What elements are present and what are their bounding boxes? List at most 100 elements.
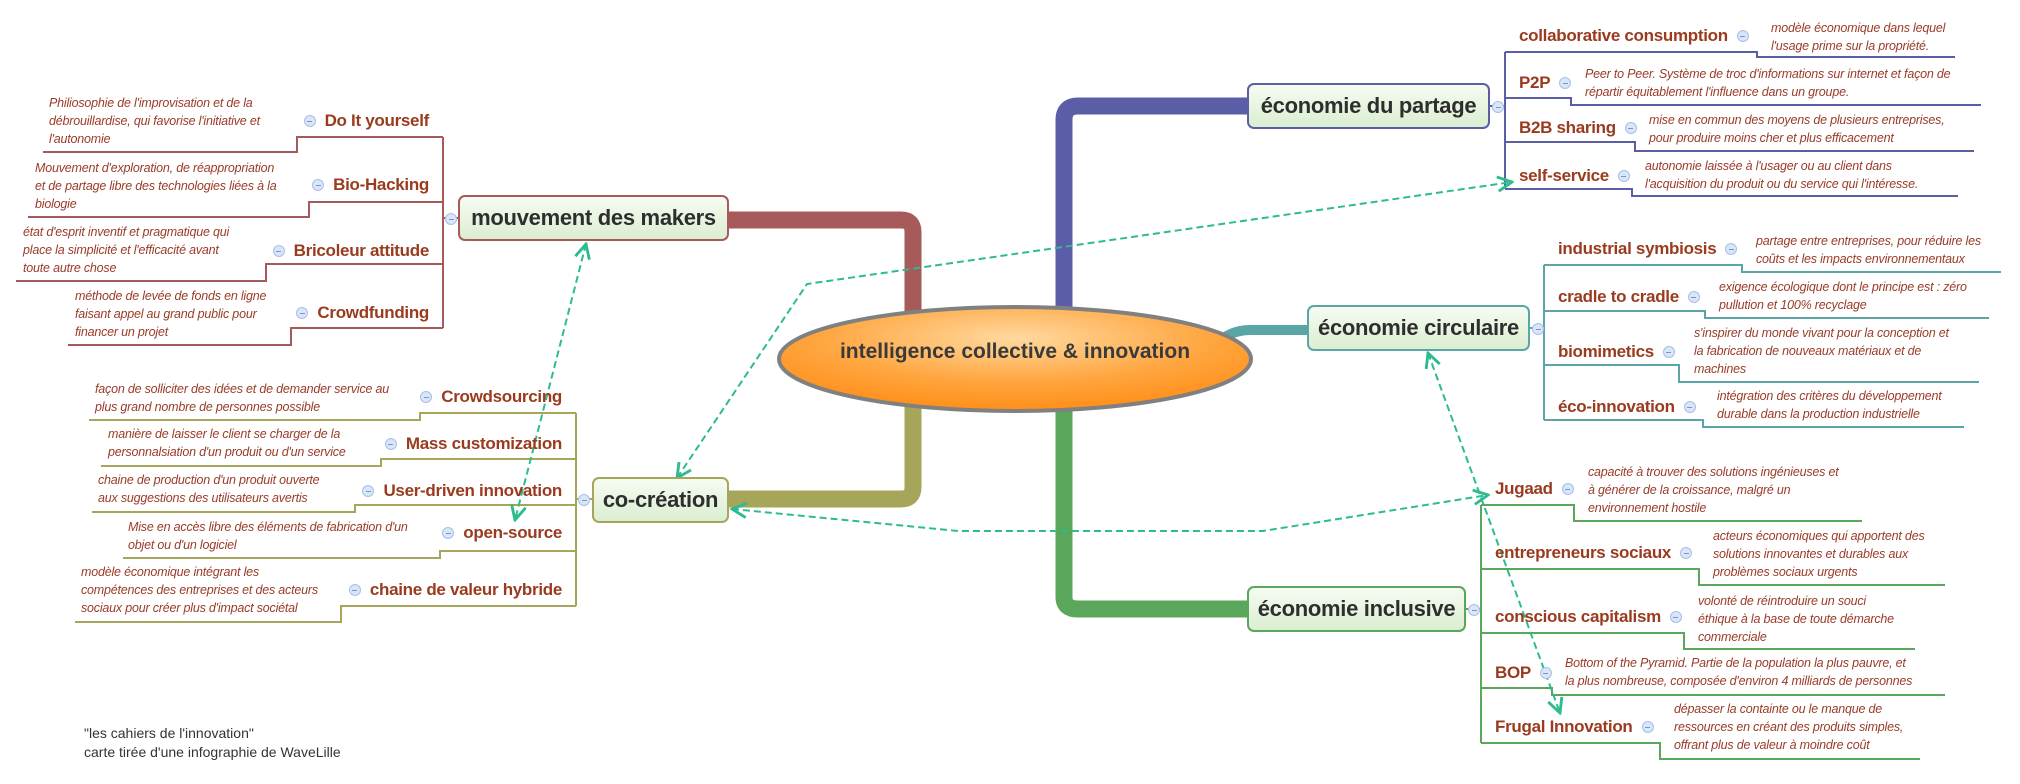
note-line: s'inspirer du monde vivant pour la conce…: [1694, 326, 1949, 340]
topic-mouvement-des-makers[interactable]: mouvement des makers: [458, 195, 729, 241]
collapse-toggle-icon[interactable]: [1669, 611, 1682, 623]
relationship-cocreation-selfservice[interactable]: [677, 182, 1512, 478]
subtopic-label: collaborative consumption: [1519, 26, 1728, 45]
note-line: volonté de réintroduire un souci: [1698, 594, 1867, 608]
subtopic-label: Crowdsourcing: [441, 387, 562, 406]
note-line: ressources en créant des produits simple…: [1674, 720, 1904, 734]
subtopic-partage[interactable]: P2P: [1519, 71, 1572, 95]
subtopic-note: Mouvement d'exploration, de réappropriat…: [35, 159, 277, 213]
subtopic-circulaire[interactable]: biomimetics: [1558, 340, 1675, 364]
note-line: financer un projet: [75, 325, 168, 339]
note-line: toute autre chose: [23, 261, 117, 275]
collapse-toggle-icon[interactable]: [384, 438, 397, 450]
note-line: l'usage prime sur la propriété.: [1771, 39, 1930, 53]
subtopic-label: cradle to cradle: [1558, 287, 1679, 306]
collapse-toggle-icon[interactable]: [1539, 667, 1552, 679]
collapse-toggle-icon[interactable]: [348, 584, 361, 596]
relationship-cocreation-jugaad[interactable]: [732, 495, 1488, 532]
note-line: faisant appel au grand public pour: [75, 307, 257, 321]
note-line: répartir équitablement l'influence dans …: [1585, 85, 1850, 99]
subtopic-partage[interactable]: collaborative consumption: [1519, 24, 1749, 48]
collapse-toggle-icon[interactable]: [272, 245, 285, 257]
subtopic-label: BOP: [1495, 663, 1531, 682]
subtopic-label: industrial symbiosis: [1558, 239, 1717, 258]
collapse-toggle-icon[interactable]: [312, 179, 325, 191]
collapse-toggle-icon[interactable]: [442, 527, 455, 539]
subtopic-note: capacité à trouver des solutions ingénie…: [1588, 463, 1839, 517]
collapse-toggle-icon[interactable]: [1468, 604, 1480, 616]
footer-line-2: carte tirée d'une infographie de WaveLil…: [84, 744, 341, 760]
note-line: à générer de la croissance, malgré un: [1588, 483, 1791, 497]
note-line: Mise en accès libre des éléments de fabr…: [128, 520, 408, 534]
topic-co-creation[interactable]: co-création: [592, 477, 729, 523]
subtopic-circulaire[interactable]: cradle to cradle: [1558, 285, 1700, 309]
collapse-toggle-icon[interactable]: [296, 307, 309, 319]
note-line: sociaux pour créer plus d'impact sociéta…: [81, 601, 298, 615]
subtopic-note: Philiosophie de l'improvisation et de la…: [49, 94, 260, 148]
note-line: modèle économique intégrant les: [81, 565, 259, 579]
subtopic-cocreation[interactable]: Crowdsourcing: [420, 385, 562, 409]
relationship-circulaire-frugal[interactable]: [1428, 353, 1560, 713]
collapse-toggle-icon[interactable]: [1617, 170, 1630, 182]
subtopic-inclusive[interactable]: BOP: [1495, 661, 1552, 685]
subtopic-circulaire[interactable]: éco-innovation: [1558, 395, 1696, 419]
subtopic-circulaire[interactable]: industrial symbiosis: [1558, 237, 1738, 261]
subtopic-partage[interactable]: self-service: [1519, 164, 1630, 188]
note-line: personnalsiation d'un produit ou d'un se…: [108, 445, 346, 459]
collapse-toggle-icon[interactable]: [1736, 30, 1749, 42]
collapse-toggle-icon[interactable]: [1561, 483, 1574, 495]
note-line: plus grand nombre de personnes possible: [95, 400, 320, 414]
note-line: objet ou d'un logiciel: [128, 538, 237, 552]
subtopic-cocreation[interactable]: chaine de valeur hybride: [348, 578, 562, 602]
collapse-toggle-icon[interactable]: [1624, 122, 1637, 134]
topic-economie-circulaire[interactable]: économie circulaire: [1307, 305, 1530, 351]
subtopic-makers[interactable]: Crowdfunding: [296, 301, 429, 325]
collapse-toggle-icon[interactable]: [1559, 77, 1572, 89]
subtopic-note: intégration des critères du développemen…: [1717, 387, 1942, 423]
subtopic-label: biomimetics: [1558, 342, 1654, 361]
subtopic-partage[interactable]: B2B sharing: [1519, 116, 1637, 140]
relationship-makers-opensource[interactable]: [515, 244, 586, 520]
topic-economie-du-partage[interactable]: économie du partage: [1247, 83, 1490, 129]
collapse-toggle-icon[interactable]: [1532, 323, 1544, 335]
note-line: et de partage libre des technologies lié…: [35, 179, 277, 193]
subtopic-label: Jugaad: [1495, 479, 1553, 498]
collapse-toggle-icon[interactable]: [420, 391, 433, 403]
subtopic-inclusive[interactable]: entrepreneurs sociaux: [1495, 541, 1693, 565]
subtopic-inclusive[interactable]: Frugal Innovation: [1495, 715, 1654, 739]
collapse-toggle-icon[interactable]: [1492, 101, 1504, 113]
central-topic-label[interactable]: intelligence collective & innovation: [839, 340, 1191, 363]
note-line: commerciale: [1698, 630, 1767, 644]
subtopic-makers[interactable]: Bricoleur attitude: [272, 239, 429, 263]
collapse-toggle-icon[interactable]: [1680, 547, 1693, 559]
subtopic-makers[interactable]: Bio-Hacking: [312, 173, 429, 197]
note-line: coûts et les impacts environnementaux: [1756, 252, 1965, 266]
subtopic-note: Bottom of the Pyramid. Partie de la popu…: [1565, 654, 1912, 690]
subtopic-inclusive[interactable]: conscious capitalism: [1495, 605, 1682, 629]
collapse-toggle-icon[interactable]: [445, 213, 457, 225]
main-branch-partage: [1055, 97, 1259, 329]
subtopic-cocreation[interactable]: User-driven innovation: [362, 479, 562, 503]
collapse-toggle-icon[interactable]: [1687, 291, 1700, 303]
subtopic-note: exigence écologique dont le principe est…: [1719, 278, 1967, 314]
collapse-toggle-icon[interactable]: [1641, 721, 1654, 733]
collapse-toggle-icon[interactable]: [1662, 346, 1675, 358]
subtopic-makers[interactable]: Do It yourself: [303, 109, 429, 133]
subtopic-cocreation[interactable]: Mass customization: [384, 432, 562, 456]
collapse-toggle-icon[interactable]: [578, 494, 590, 506]
collapse-toggle-icon[interactable]: [303, 115, 316, 127]
collapse-toggle-icon[interactable]: [1725, 243, 1738, 255]
note-line: biologie: [35, 197, 77, 211]
collapse-toggle-icon[interactable]: [362, 485, 375, 497]
note-line: la plus nombreuse, composée d'environ 4 …: [1565, 674, 1913, 688]
subtopic-note: Mise en accès libre des éléments de fabr…: [128, 518, 408, 554]
collapse-toggle-icon[interactable]: [1683, 401, 1696, 413]
subtopic-note: état d'esprit inventif et pragmatique qu…: [23, 223, 229, 277]
subtopic-cocreation[interactable]: open-source: [442, 521, 562, 545]
note-line: Philiosophie de l'improvisation et de la: [49, 96, 253, 110]
subtopic-inclusive[interactable]: Jugaad: [1495, 477, 1574, 501]
topic-economie-inclusive[interactable]: économie inclusive: [1247, 586, 1466, 632]
